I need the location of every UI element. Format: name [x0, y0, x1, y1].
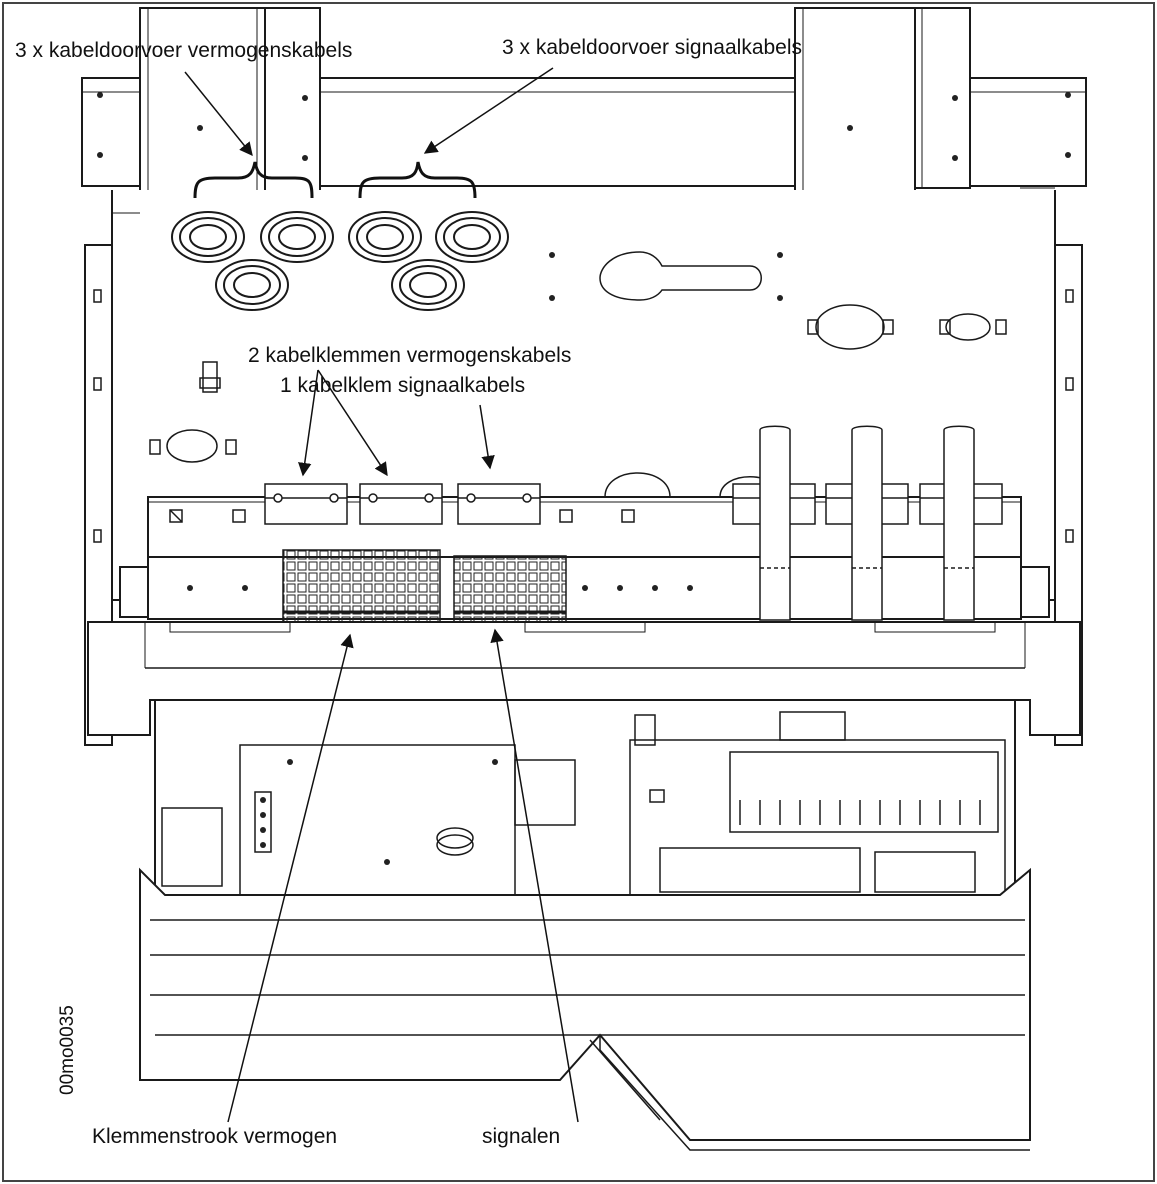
arrow-terminal-strip-power: [227, 633, 354, 1123]
figure-id: 00mo0035: [57, 1005, 78, 1095]
arrow-signal-entries: [423, 67, 554, 154]
label-signal-cable-entries: 3 x kabeldoorvoer signaalkabels: [502, 36, 802, 59]
terminal-strip-power-blocks: [282, 549, 441, 623]
bottom-cover: [139, 867, 1031, 1141]
label-power-cable-entries: 3 x kabeldoorvoer vermogenskabels: [15, 39, 352, 62]
bracket-signal-entries: [358, 161, 477, 199]
housing-interior: [154, 699, 1016, 896]
label-terminal-strip-signal: signalen: [482, 1125, 560, 1148]
label-terminal-strip-power: Klemmenstrook vermogen: [92, 1125, 337, 1148]
label-cable-clamp-signal: 1 kabelklem signaalkabels: [280, 374, 525, 397]
arrow-terminal-strip-signal: [490, 628, 579, 1123]
arrow-clamp-1: [298, 369, 319, 477]
arrow-power-entries: [184, 71, 253, 157]
right-rail: [794, 7, 916, 214]
drive-drawing: [81, 7, 1087, 1151]
bracket-power-entries: [193, 161, 314, 199]
cable-glands: [171, 211, 509, 311]
front-frame: [87, 621, 1081, 736]
arrow-clamp-signal: [479, 404, 495, 470]
annotations: 3 x kabeldoorvoer vermogenskabels 3 x ka…: [15, 36, 802, 1148]
arrow-clamp-2: [317, 369, 388, 477]
label-cable-clamps-power: 2 kabelklemmen vermogenskabels: [248, 344, 571, 367]
